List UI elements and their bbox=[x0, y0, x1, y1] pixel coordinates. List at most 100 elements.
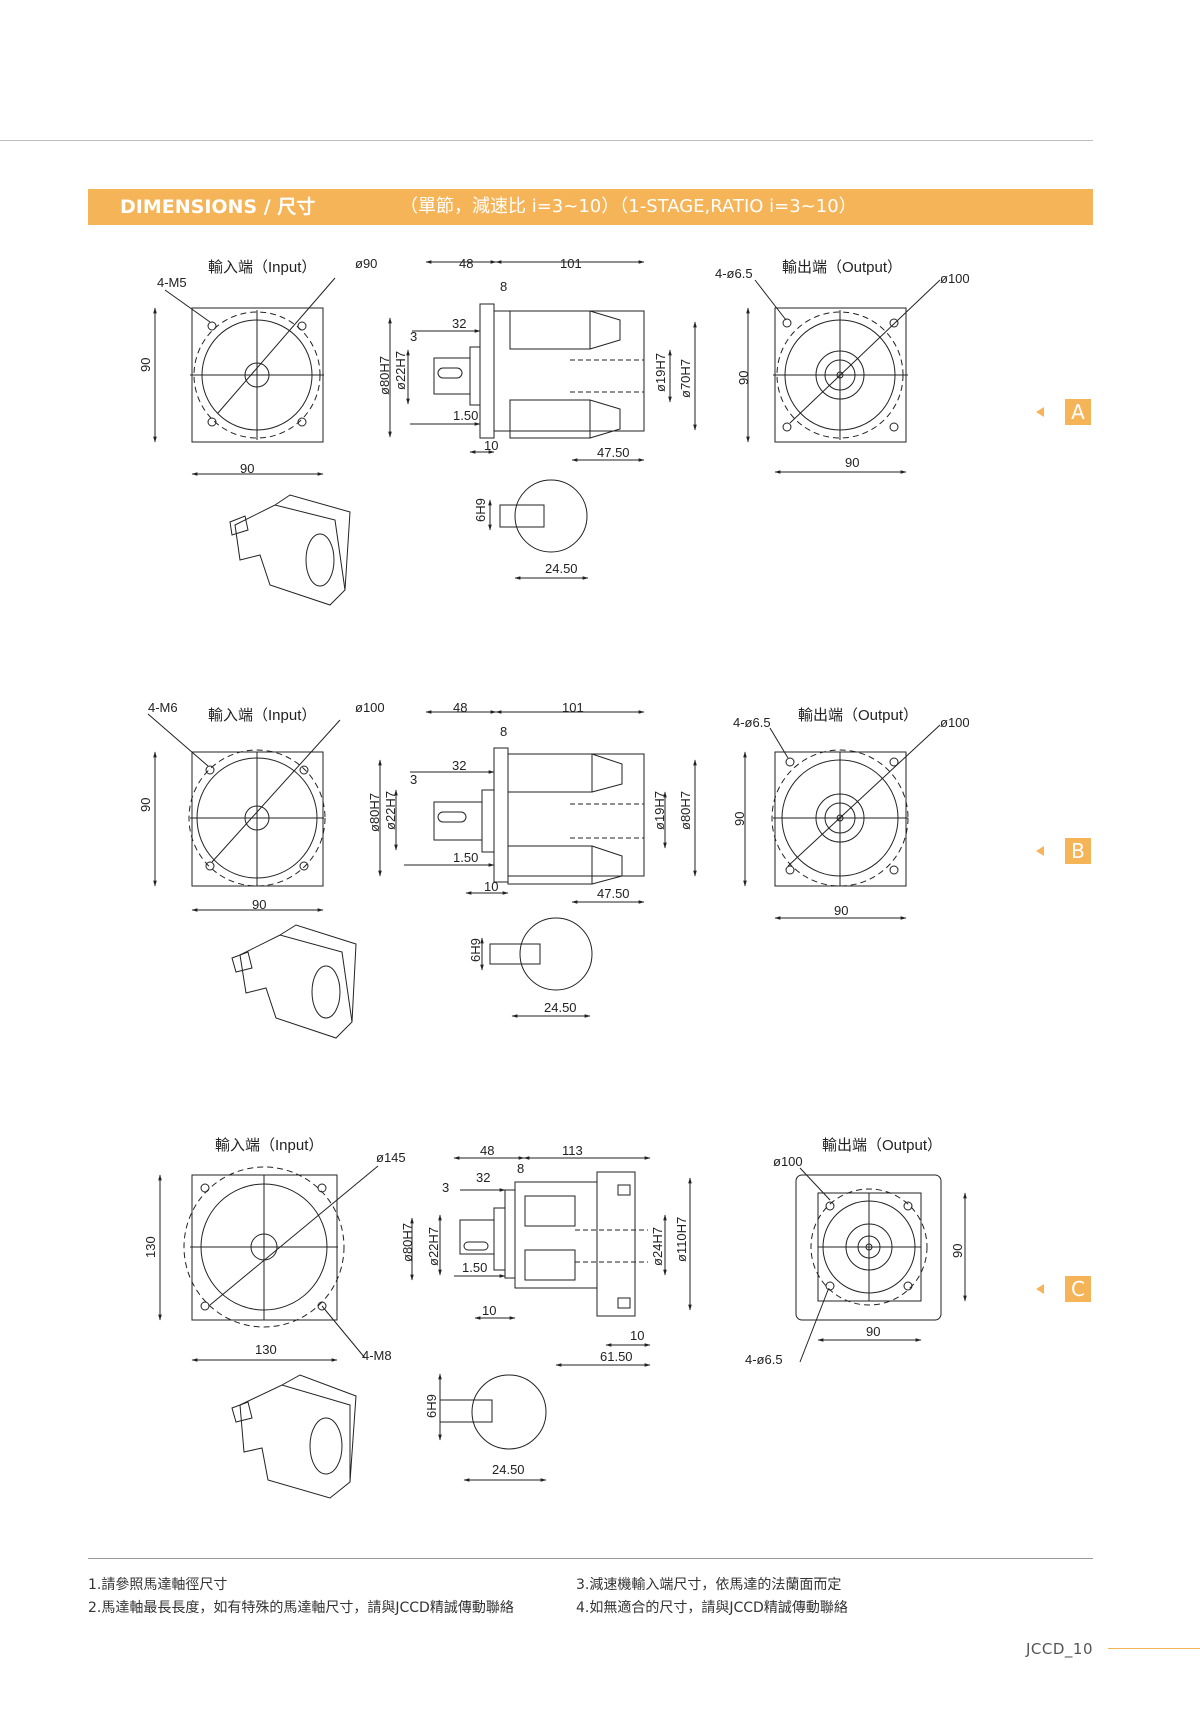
c-shaft-len: 32 bbox=[476, 1170, 490, 1185]
c-out-pilot: ø110H7 bbox=[674, 1217, 689, 1262]
b-key: 3 bbox=[410, 772, 417, 787]
section-marker-b: B bbox=[1065, 838, 1091, 864]
c-flange: 8 bbox=[517, 1161, 524, 1176]
section-b bbox=[147, 710, 941, 1039]
c-input-width: 130 bbox=[255, 1342, 277, 1357]
b-output-width: 90 bbox=[834, 903, 848, 918]
a-key-width: 6H9 bbox=[473, 498, 488, 522]
b-output-height: 90 bbox=[732, 812, 747, 826]
header-rule bbox=[0, 140, 1093, 141]
c-output-height: 90 bbox=[950, 1244, 965, 1258]
c-len-input: 48 bbox=[480, 1143, 494, 1158]
dimensions-banner: DIMENSIONS / 尺寸 （單節，減速比 i=3~10）（1-STAGE,… bbox=[88, 189, 1093, 225]
c-input-thread: 4-M8 bbox=[362, 1348, 392, 1363]
a-gap: 1.50 bbox=[453, 408, 478, 423]
b-len-input: 48 bbox=[453, 700, 467, 715]
c-output-holes: 4-ø6.5 bbox=[745, 1352, 783, 1367]
side-view-a bbox=[388, 260, 697, 462]
a-len-body: 101 bbox=[560, 256, 582, 271]
b-out-pilot: ø80H7 bbox=[678, 791, 693, 830]
a-output-pcd: ø100 bbox=[940, 271, 970, 286]
notes-rule bbox=[88, 1558, 1093, 1559]
side-view-c bbox=[410, 1156, 692, 1367]
key-detail-a bbox=[488, 479, 589, 580]
a-flange: 8 bbox=[500, 279, 507, 294]
banner-subtitle: （單節，減速比 i=3~10）（1-STAGE,RATIO i=3~10） bbox=[400, 196, 857, 217]
c-out-shaft: ø24H7 bbox=[650, 1227, 665, 1266]
a-out-shaft: ø19H7 bbox=[653, 353, 668, 392]
b-flange: 8 bbox=[500, 724, 507, 739]
b-out-shaft: ø19H7 bbox=[652, 791, 667, 830]
banner-title: DIMENSIONS / 尺寸 bbox=[120, 196, 316, 218]
input-view-c bbox=[158, 1165, 379, 1362]
note-4: 4.如無適合的尺寸，請與JCCD精誠傳動聯絡 bbox=[576, 1600, 848, 1616]
b-len-body: 101 bbox=[562, 700, 584, 715]
b-input-label: 輸入端（Input） bbox=[208, 707, 316, 724]
a-key-depth: 24.50 bbox=[545, 561, 578, 576]
marker-c-arrow-icon bbox=[1036, 1284, 1044, 1294]
c-key-depth: 24.50 bbox=[492, 1462, 525, 1477]
c-step: 10 bbox=[482, 1303, 496, 1318]
b-gap: 1.50 bbox=[453, 850, 478, 865]
c-output-width: 90 bbox=[866, 1324, 880, 1339]
page-number-rule bbox=[1108, 1648, 1200, 1649]
c-bore: ø22H7 bbox=[426, 1227, 441, 1266]
b-step: 10 bbox=[484, 879, 498, 894]
b-input-pcd: ø100 bbox=[355, 700, 385, 715]
marker-a-arrow-icon bbox=[1036, 407, 1044, 417]
a-output-label: 輸出端（Output） bbox=[782, 259, 902, 276]
b-input-thread: 4-M6 bbox=[148, 700, 178, 715]
b-pilot: ø80H7 bbox=[367, 793, 382, 832]
a-pilot: ø80H7 bbox=[377, 356, 392, 395]
output-view-a bbox=[746, 279, 941, 474]
c-input-height: 130 bbox=[143, 1236, 158, 1258]
iso-sketch-c bbox=[231, 1374, 357, 1499]
c-input-pcd: ø145 bbox=[376, 1150, 406, 1165]
a-input-thread: 4-M5 bbox=[157, 275, 187, 290]
a-len-input: 48 bbox=[459, 256, 473, 271]
b-input-width: 90 bbox=[252, 897, 266, 912]
section-c bbox=[158, 1156, 967, 1499]
c-input-label: 輸入端（Input） bbox=[215, 1137, 323, 1154]
c-gap: 1.50 bbox=[462, 1260, 487, 1275]
a-out-len: 47.50 bbox=[597, 445, 630, 460]
note-3: 3.減速機輸入端尺寸，依馬達的法蘭面而定 bbox=[576, 1577, 842, 1593]
page-number: JCCD_10 bbox=[1026, 1640, 1094, 1658]
marker-b-arrow-icon bbox=[1036, 846, 1044, 856]
b-output-pcd: ø100 bbox=[940, 715, 970, 730]
section-marker-a: A bbox=[1065, 399, 1091, 425]
c-output-label: 輸出端（Output） bbox=[822, 1137, 942, 1154]
a-step: 10 bbox=[484, 438, 498, 453]
side-view-b bbox=[378, 710, 697, 904]
b-output-holes: 4-ø6.5 bbox=[733, 715, 771, 730]
c-key: 3 bbox=[442, 1180, 449, 1195]
b-out-len: 47.50 bbox=[597, 886, 630, 901]
input-view-b bbox=[147, 713, 341, 912]
section-a bbox=[153, 260, 941, 606]
section-marker-c: C bbox=[1065, 1276, 1091, 1302]
a-out-pilot: ø70H7 bbox=[678, 359, 693, 398]
a-output-width: 90 bbox=[845, 455, 859, 470]
a-input-width: 90 bbox=[240, 461, 254, 476]
iso-sketch-b bbox=[231, 924, 357, 1039]
c-out-step: 10 bbox=[630, 1328, 644, 1343]
c-key-width: 6H9 bbox=[424, 1394, 439, 1418]
a-output-height: 90 bbox=[736, 371, 751, 385]
input-view-a bbox=[153, 277, 336, 476]
c-out-len: 61.50 bbox=[600, 1349, 633, 1364]
key-detail-b bbox=[480, 917, 593, 1018]
c-output-pcd: ø100 bbox=[773, 1154, 803, 1169]
output-view-b bbox=[743, 724, 941, 920]
a-key: 3 bbox=[410, 329, 417, 344]
c-len-body: 113 bbox=[562, 1143, 583, 1158]
a-input-pcd: ø90 bbox=[355, 256, 377, 271]
b-shaft-len: 32 bbox=[452, 758, 466, 773]
c-pilot: ø80H7 bbox=[400, 1223, 415, 1262]
key-detail-c bbox=[438, 1373, 547, 1482]
iso-sketch-a bbox=[229, 494, 351, 606]
a-bore: ø22H7 bbox=[393, 351, 408, 390]
note-2: 2.馬達軸最長長度，如有特殊的馬達軸尺寸，請與JCCD精誠傳動聯絡 bbox=[88, 1600, 514, 1616]
b-key-width: 6H9 bbox=[468, 938, 483, 962]
a-input-height: 90 bbox=[138, 358, 153, 372]
